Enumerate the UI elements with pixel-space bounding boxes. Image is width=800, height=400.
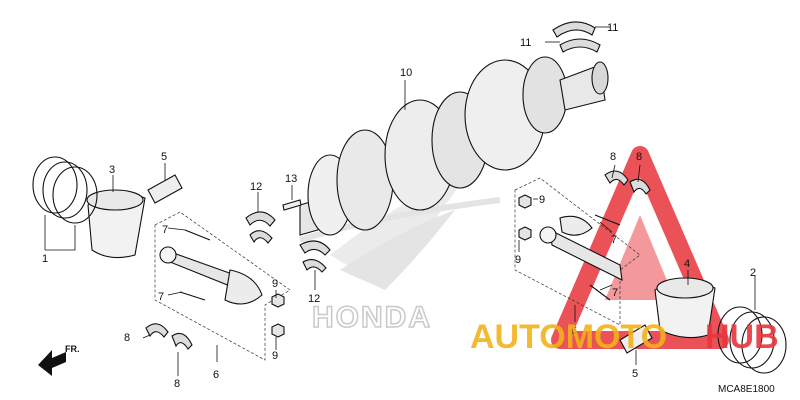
callout-12-lower: 12 xyxy=(308,293,320,305)
bearing-8-right[interactable] xyxy=(604,170,651,195)
piston-rings-left[interactable] xyxy=(32,156,98,224)
front-direction-arrow: FR. xyxy=(38,344,80,376)
callout-3: 3 xyxy=(109,164,115,176)
bearing-8-left[interactable] xyxy=(145,323,193,350)
connecting-rod-left[interactable] xyxy=(154,211,291,361)
piston-right[interactable] xyxy=(654,277,716,339)
callout-5-right: 5 xyxy=(632,368,638,380)
leader-lines xyxy=(44,26,756,376)
callout-labels: 1 2 3 4 5 5 6 6 7 7 7 7 8 8 8 8 9 9 9 9 … xyxy=(42,22,756,390)
crankshaft[interactable] xyxy=(299,56,609,236)
front-direction-label: FR. xyxy=(65,344,80,354)
watermark-brand-part2: HUB xyxy=(705,318,779,356)
piston-left[interactable] xyxy=(86,189,146,259)
callout-7-right-lower: 7 xyxy=(612,287,618,299)
callout-9-right-upper: 9 xyxy=(539,194,545,206)
connecting-rod-right[interactable] xyxy=(514,177,641,326)
piston-pin-right[interactable] xyxy=(619,324,653,354)
bearing-upper-11[interactable] xyxy=(552,21,601,53)
callout-8-left: 8 xyxy=(124,332,130,344)
bearing-12-right[interactable] xyxy=(299,240,331,273)
callout-10: 10 xyxy=(400,67,412,79)
callout-1: 1 xyxy=(42,253,48,265)
watermark-brand-part1: AUTOMOTO xyxy=(470,318,667,356)
nut-9-right-upper[interactable] xyxy=(518,194,532,209)
nut-9-right-lower[interactable] xyxy=(518,226,532,241)
callout-13: 13 xyxy=(285,173,297,185)
callout-2: 2 xyxy=(750,267,756,279)
callout-11-right: 11 xyxy=(607,22,618,34)
piston-pin-left[interactable] xyxy=(147,174,183,204)
callout-5-left: 5 xyxy=(161,151,167,163)
callout-7-left-upper: 7 xyxy=(162,224,168,236)
diagram-code: MCA8E1800 xyxy=(718,384,775,395)
watermark-text: AUTOMOTO HUB xyxy=(470,318,779,356)
callout-4: 4 xyxy=(684,258,690,270)
piston-rings-right[interactable] xyxy=(717,306,787,374)
callout-7-left-lower: 7 xyxy=(158,291,164,303)
callout-11-left: 11 xyxy=(520,37,531,49)
nut-9-left-lower[interactable] xyxy=(271,323,285,338)
callout-6-right: 6 xyxy=(571,325,577,337)
callout-7-right-upper: 7 xyxy=(611,234,617,246)
honda-logo-text: HONDA xyxy=(312,301,432,334)
callout-9-right-lower: 9 xyxy=(515,254,521,266)
callout-9-left-lower: 9 xyxy=(272,350,278,362)
callout-6-left: 6 xyxy=(213,369,219,381)
callout-9-left-upper: 9 xyxy=(272,278,278,290)
callout-8-left-lower: 8 xyxy=(174,378,180,390)
callout-8-right-a: 8 xyxy=(610,151,616,163)
callout-12-upper: 12 xyxy=(250,181,262,193)
dowel-pin-13[interactable] xyxy=(282,199,302,211)
nut-9-left-upper[interactable] xyxy=(271,293,285,308)
callout-8-right-b: 8 xyxy=(636,151,642,163)
bearing-12-left[interactable] xyxy=(245,211,276,244)
